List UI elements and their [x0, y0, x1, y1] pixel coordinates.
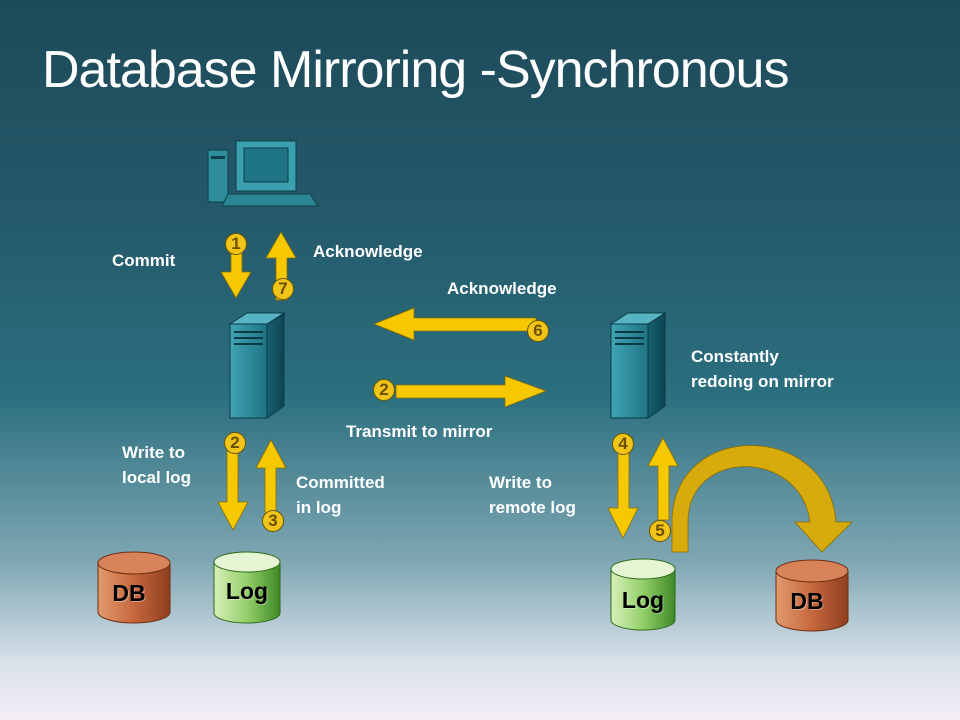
principal-server-icon [228, 312, 286, 419]
acknowledge-client-label: Acknowledge [313, 242, 423, 261]
step-3-badge: 3 [262, 510, 284, 532]
log-right-label: Log [621, 587, 665, 613]
client-computer-icon [207, 140, 319, 207]
write-local-line-2: local log [122, 468, 191, 487]
constantly-line-1: Constantly [691, 347, 779, 366]
acknowledge-mirror-label: Acknowledge [447, 279, 557, 298]
step-2-local-badge: 2 [224, 432, 246, 454]
step-6-badge: 6 [527, 320, 549, 342]
mirror-log-up-arrow [647, 437, 679, 521]
write-local-line-1: Write to [122, 443, 185, 462]
write-remote-log-arrow [607, 451, 639, 539]
committed-line-2: in log [296, 498, 342, 517]
acknowledge-mirror-arrow [372, 307, 537, 341]
log-left-cylinder [213, 551, 281, 624]
redo-curve-arrow [671, 445, 853, 553]
transmit-label: Transmit to mirror [346, 422, 493, 441]
write-local-log-label: Write to local log [122, 440, 191, 490]
mirror-server-icon [609, 312, 667, 419]
write-local-log-arrow [217, 449, 249, 531]
db-left-label: DB [112, 580, 146, 606]
db-right-label: DB [790, 588, 824, 614]
write-remote-line-1: Write to [489, 473, 552, 492]
log-right-cylinder [610, 558, 676, 631]
log-left-label: Log [225, 578, 269, 604]
step-4-badge: 4 [612, 433, 634, 455]
committed-line-1: Committed [296, 473, 385, 492]
write-remote-log-label: Write to remote log [489, 470, 576, 520]
constantly-redoing-label: Constantly redoing on mirror [691, 344, 834, 394]
committed-in-log-label: Committed in log [296, 470, 385, 520]
step-7-badge: 7 [272, 278, 294, 300]
db-right-cylinder [775, 559, 849, 632]
db-left-cylinder [97, 551, 171, 624]
step-2-transmit-badge: 2 [373, 379, 395, 401]
commit-label: Commit [112, 251, 176, 270]
committed-in-log-arrow [255, 439, 287, 521]
step-1-badge: 1 [225, 233, 247, 255]
page-title: Database Mirroring -Synchronous [42, 41, 789, 99]
write-remote-line-2: remote log [489, 498, 576, 517]
transmit-arrow [395, 375, 548, 408]
step-5-badge: 5 [649, 520, 671, 542]
constantly-line-2: redoing on mirror [691, 372, 834, 391]
